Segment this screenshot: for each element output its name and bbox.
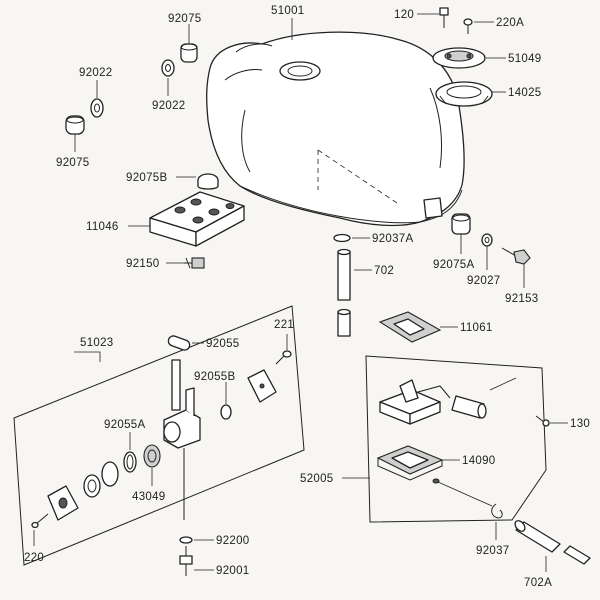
label-51023: 51023 xyxy=(80,337,113,349)
hose-702 xyxy=(337,248,351,337)
label-11046: 11046 xyxy=(86,221,119,233)
cap-plate-51049 xyxy=(432,47,486,69)
bracket-11046 xyxy=(149,191,245,247)
grommet-92075-left xyxy=(65,115,85,135)
fuel-cock-body xyxy=(163,359,201,520)
sender-unit xyxy=(379,379,487,425)
screw-220A xyxy=(463,18,473,34)
label-92150: 92150 xyxy=(126,258,159,270)
label-221: 221 xyxy=(274,319,294,331)
clip-92037 xyxy=(491,503,503,519)
bolt-92150 xyxy=(184,257,205,269)
gasket-11061 xyxy=(378,311,442,343)
cap-ring-14025 xyxy=(435,81,493,107)
bolt-92153 xyxy=(501,247,531,265)
bolt-92001 xyxy=(179,546,193,576)
label-92075-top: 92075 xyxy=(168,13,201,25)
sender-assembly-box xyxy=(365,355,547,523)
cushion-92075A xyxy=(451,213,471,235)
collar-92022-upper xyxy=(90,98,104,118)
label-92075-left: 92075 xyxy=(56,157,89,169)
label-92200: 92200 xyxy=(216,535,249,547)
screw-220 xyxy=(31,513,49,529)
cushion-92075B xyxy=(197,173,219,190)
label-51001: 51001 xyxy=(271,5,304,17)
bolt-120 xyxy=(439,7,449,28)
screw-221 xyxy=(275,350,292,365)
label-702: 702 xyxy=(374,265,394,277)
label-130: 130 xyxy=(570,418,590,430)
fuel-tank xyxy=(206,31,465,227)
clip-92037A xyxy=(333,233,351,243)
collar-92022-mid xyxy=(161,59,175,77)
label-92055: 92055 xyxy=(206,338,239,350)
label-14025: 14025 xyxy=(508,87,541,99)
oring-92055A xyxy=(123,451,137,473)
label-220: 220 xyxy=(24,552,44,564)
label-92022-upper: 92022 xyxy=(79,67,112,79)
gasket-14090 xyxy=(376,445,444,481)
label-92075B: 92075B xyxy=(126,172,167,184)
lever-seal xyxy=(83,461,119,498)
grommet-92075-top xyxy=(180,43,198,63)
label-92055A: 92055A xyxy=(104,419,145,431)
label-92027: 92027 xyxy=(467,275,500,287)
label-51049: 51049 xyxy=(508,53,541,65)
label-92037A: 92037A xyxy=(372,233,413,245)
screw-130 xyxy=(535,415,550,427)
lever-plate xyxy=(47,485,79,521)
label-92055B: 92055B xyxy=(194,371,235,383)
label-92001: 92001 xyxy=(216,565,249,577)
cover-plate xyxy=(247,369,277,403)
label-14090: 14090 xyxy=(462,455,495,467)
gasket-92055 xyxy=(167,335,191,351)
label-92037: 92037 xyxy=(476,545,509,557)
filter-43049 xyxy=(143,444,161,468)
hose-702A xyxy=(514,520,591,565)
label-92075A: 92075A xyxy=(433,259,474,271)
label-52005: 52005 xyxy=(300,473,333,485)
collar-92027 xyxy=(481,233,493,247)
oring-92055B xyxy=(220,404,232,420)
label-92153: 92153 xyxy=(505,293,538,305)
fitting-nipple xyxy=(432,478,493,507)
label-92022-mid: 92022 xyxy=(152,100,185,112)
label-11061: 11061 xyxy=(460,322,493,334)
label-702A: 702A xyxy=(524,577,552,589)
label-43049: 43049 xyxy=(132,491,165,503)
label-120: 120 xyxy=(394,9,414,21)
fuel-cock-assembly-box xyxy=(13,305,305,566)
label-220A: 220A xyxy=(496,17,524,29)
washer-92200 xyxy=(179,536,193,544)
